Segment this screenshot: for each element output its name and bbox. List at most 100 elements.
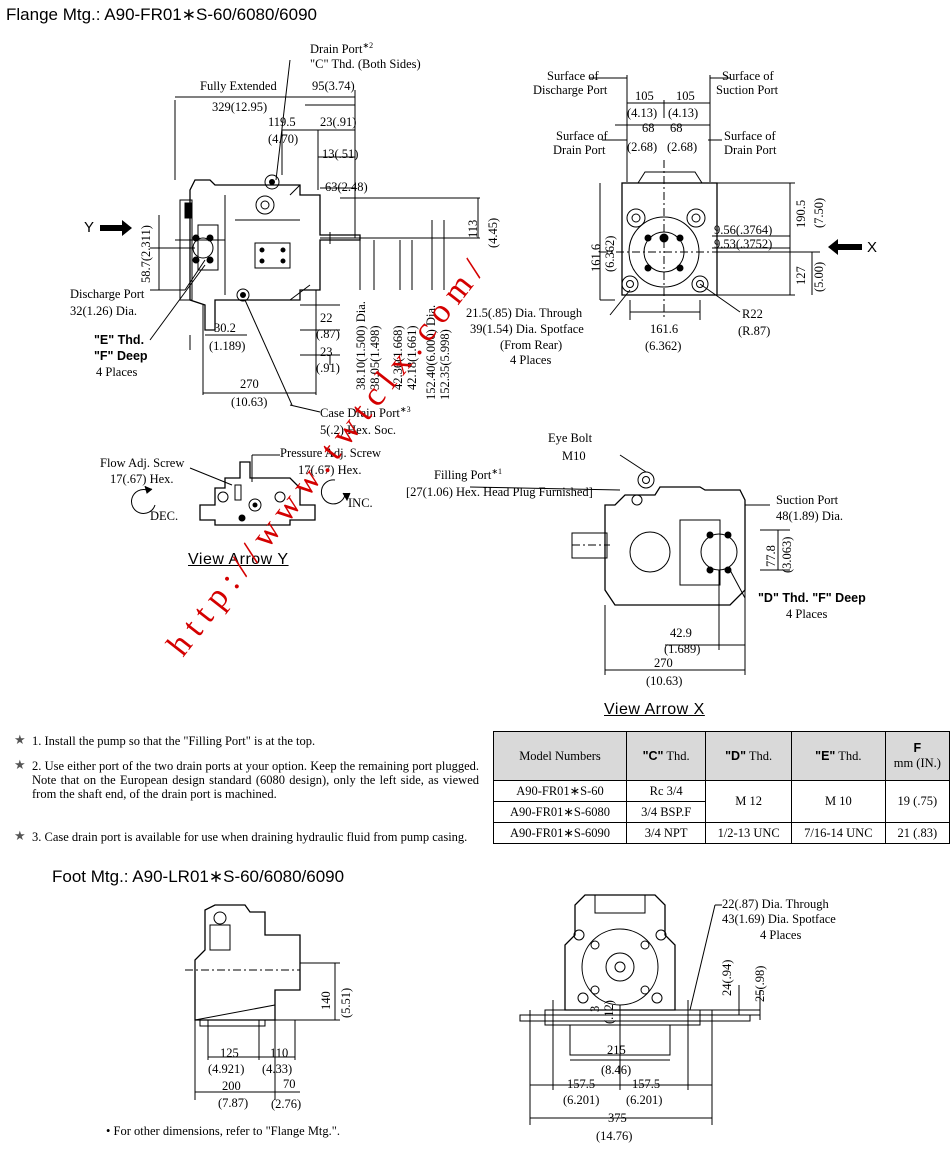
pressure-adj-label: Pressure Adj. Screw [280, 446, 382, 460]
star-icon: ★ [14, 829, 26, 844]
note-3: ★ 3. Case drain port is available for us… [14, 829, 468, 845]
dim-6-201-right: (6.201) [626, 1093, 663, 1107]
header-e-thd: "E" Thd. [791, 731, 886, 781]
f-deep-label: "F" Deep [94, 349, 148, 363]
dim-105-left: 105 [635, 89, 654, 103]
dim-1-689: (1.689) [664, 642, 701, 656]
table-cell: 19 (.75) [884, 780, 950, 823]
dim-113: 113 [466, 219, 480, 238]
dim-6-201-left: (6.201) [563, 1093, 600, 1107]
dim-6-362-horiz: (6.362) [645, 339, 682, 353]
table-cell: 21 (.83) [884, 822, 950, 844]
dim-9-53: 9.53(.3752) [714, 237, 773, 251]
dim-8-46: (8.46) [601, 1063, 632, 1077]
dim-1-189: (1.189) [209, 339, 246, 353]
dim-157-5-right: 157.5 [632, 1077, 661, 1091]
dim-2-76: (2.76) [271, 1097, 302, 1111]
dim-329: 329(12.95) [212, 100, 268, 114]
dim-270-x: 270 [654, 656, 673, 670]
surf-suction-1: Surface of [722, 69, 774, 83]
dim-2-68-left: (2.68) [627, 140, 658, 154]
dim-4-45: (4.45) [486, 217, 500, 248]
dim-30-2: 30.2 [214, 321, 236, 335]
table-row: A90-FR01∗S-60 Rc 3/4 M 12 M 10 19 (.75) [493, 780, 950, 823]
dim-375: 375 [608, 1111, 627, 1125]
dim-140: 140 [319, 991, 333, 1010]
view-arrow-y-title: View Arrow Y [188, 551, 289, 568]
foot-side-view-drawing [185, 904, 340, 1100]
dim-3-063: (3.063) [780, 536, 794, 573]
through-label-3: (From Rear) [500, 338, 563, 352]
header-model-numbers: Model Numbers [493, 731, 627, 781]
table-cell: Rc 3/4 [625, 780, 707, 802]
dim-4-33: (4.33) [262, 1062, 293, 1076]
dim-95: 95(3.74) [312, 79, 355, 93]
dim-25: 25(.98) [753, 965, 767, 1002]
note-2: ★ 2. Use either port of the two drain po… [14, 758, 479, 802]
view-y-drawing [131, 454, 351, 526]
table-cell: A90-FR01∗S-60 [493, 780, 627, 802]
foot-through-2: 43(1.69) Dia. Spotface [722, 912, 836, 926]
flow-adj-label: Flow Adj. Screw [100, 456, 185, 470]
inc-label: INC. [348, 496, 373, 510]
dim-4-13-left: (4.13) [627, 106, 658, 120]
table-cell: 3/4 NPT [625, 822, 707, 844]
dim-125: 125 [220, 1046, 239, 1060]
e-thd-label: "E" Thd. [94, 333, 145, 347]
through-label-4: 4 Places [510, 353, 552, 367]
surf-discharge-2: Discharge Port [533, 83, 608, 97]
table-cell: A90-FR01∗S-6090 [493, 822, 627, 844]
note-1: ★ 1. Install the pump so that the "Filli… [14, 733, 316, 749]
table-cell: 1/2-13 UNC [705, 822, 793, 844]
fully-extended-label: Fully Extended [200, 79, 277, 93]
dim-4-13-right: (4.13) [668, 106, 699, 120]
dim-119-5: 119.5 [268, 115, 296, 129]
discharge-dia-label: 32(1.26) Dia. [70, 304, 137, 318]
foot-front-view-drawing [519, 894, 761, 1125]
dim-23: 23 [320, 345, 333, 359]
dim-105-right: 105 [676, 89, 695, 103]
surf-suction-2: Suction Port [716, 83, 779, 97]
view-x-drawing [469, 454, 790, 675]
eye-bolt-label: Eye Bolt [548, 431, 593, 445]
surf-drain-left-1: Surface of [556, 129, 608, 143]
header-d-thd: "D" Thd. [705, 731, 793, 781]
x-label: X [867, 239, 878, 256]
y-label: Y [84, 219, 95, 236]
dim-110: 110 [270, 1046, 289, 1060]
filling-port-label: Filling Port∗1 [434, 467, 503, 483]
dim-4-70: (4.70) [268, 132, 299, 146]
r22-label: R22 [742, 307, 763, 321]
dim-270: 270 [240, 377, 259, 391]
table-header-row: Model Numbers "C" Thd. "D" Thd. "E" Thd.… [493, 731, 950, 781]
dim-58-7: 58.7(2.311) [139, 225, 153, 283]
dim-42-9: 42.9 [670, 626, 692, 640]
table-cell: 3/4 BSP.F [625, 801, 707, 823]
suction-dia-label: 48(1.89) Dia. [776, 509, 843, 523]
foot-through-1: 22(.87) Dia. Through [722, 897, 829, 911]
dim-127: 127 [794, 266, 808, 285]
thread-spec-table: Model Numbers "C" Thd. "D" Thd. "E" Thd.… [493, 731, 950, 844]
through-label-2: 39(1.54) Dia. Spotface [470, 322, 584, 336]
dim-77-8: 77.8 [764, 545, 778, 567]
dim-161-6-horiz: 161.6 [650, 322, 679, 336]
through-label-1: 21.5(.85) Dia. Through [466, 306, 583, 320]
dim-7-50: (7.50) [812, 197, 826, 228]
m10-label: M10 [562, 449, 586, 463]
x-arrow-icon [828, 239, 862, 255]
dim-157-5-left: 157.5 [567, 1077, 596, 1091]
star-icon: ★ [14, 758, 26, 773]
surf-discharge-1: Surface of [547, 69, 599, 83]
dim-6-362-vert: (6.362) [603, 235, 617, 272]
case-drain-label: Case Drain Port∗3 [320, 405, 411, 421]
table-cell: M 12 [705, 780, 793, 823]
dim-190-5: 190.5 [794, 199, 808, 228]
d-thd-label: "D" Thd. "F" Deep [758, 591, 866, 605]
pressure-hex-label: 17(.67) Hex. [298, 463, 362, 477]
dim-10-63: (10.63) [231, 395, 268, 409]
dim-5-00: (5.00) [812, 261, 826, 292]
dim-3: 3 [588, 1005, 602, 1012]
r87-label: (R.87) [738, 324, 771, 338]
front-view-drawing [590, 75, 820, 320]
foot-section-title: Foot Mtg.: A90-LR01∗S-60/6080/6090 [52, 867, 345, 886]
